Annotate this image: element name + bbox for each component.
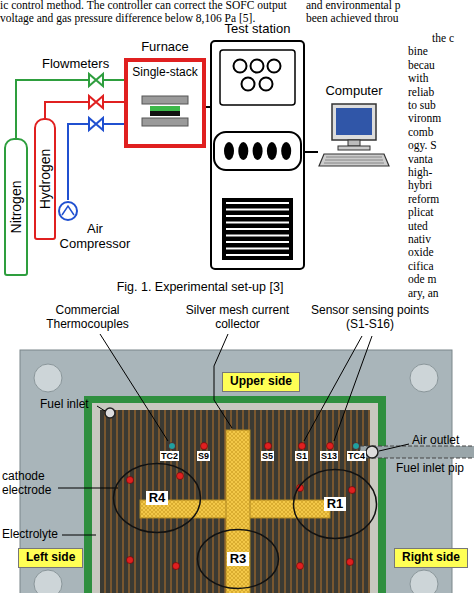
connector [16, 80, 124, 138]
figure-label: Flowmeters [42, 57, 109, 72]
gas-cylinder: Nitrogen [4, 138, 28, 276]
side-label-box: Left side [18, 548, 83, 568]
figure-label: Sensor sensing points (S1-S16) [300, 304, 440, 332]
body-text: reliab [408, 86, 434, 99]
body-text: oxide [408, 246, 434, 259]
body-text: high- [408, 166, 432, 179]
region-ellipse: R1 [292, 468, 378, 540]
compressor-label: Air Compressor [57, 222, 133, 252]
connector [68, 124, 124, 200]
body-text: ary, an [408, 287, 439, 300]
sensor-label: S13 [320, 451, 338, 461]
test-station-heading: Test station [210, 22, 305, 37]
compressor-symbol [57, 200, 79, 222]
side-label: Right side [395, 549, 467, 567]
sensor-points [127, 443, 360, 570]
connector [305, 151, 318, 153]
sensor-label: TC4 [347, 451, 366, 461]
stack-label: Single-stack [128, 66, 202, 80]
body-text: ogy. S [408, 139, 437, 152]
sensor-plate [20, 350, 474, 593]
body-text: becau [408, 59, 435, 72]
body-text: cifica [408, 260, 434, 273]
connector [45, 102, 124, 118]
sensor-label: S1 [295, 451, 308, 461]
air-compressor: Air Compressor [57, 200, 133, 258]
region-label: R4 [146, 491, 169, 506]
region-ellipse: R4 [112, 462, 202, 534]
body-text: ode m [408, 273, 436, 286]
side-label: Left side [19, 549, 82, 567]
body-text: with [408, 72, 428, 85]
figure-label: Electrolyte [2, 528, 58, 542]
furnace-heading: Furnace [124, 40, 206, 55]
figure-label: Fuel inlet [40, 398, 89, 412]
body-text: voltage and gas pressure difference belo… [0, 12, 255, 25]
cylinder-label: Nitrogen [8, 181, 24, 234]
body-text: comb [408, 126, 434, 139]
figure-label: Fuel inlet pip [396, 462, 464, 476]
gas-cylinder: Hydrogen [34, 118, 56, 240]
side-label-box: Upper side [222, 372, 300, 392]
body-text: vanta [408, 153, 433, 166]
region-ellipse: R3 [196, 528, 280, 590]
figure-label: Silver mesh current collector [185, 304, 290, 332]
body-text: bine [408, 45, 428, 58]
sensor-label: S9 [197, 451, 210, 461]
figure-label: Air outlet [412, 434, 459, 448]
region-label: R1 [324, 497, 347, 512]
furnace-outline: Single-stack [124, 58, 206, 148]
body-text: and environmental p [306, 0, 401, 12]
body-text: nativ [408, 233, 431, 246]
body-text: ic control method. The controller can co… [0, 0, 287, 12]
figure-label: cathode electrode [2, 470, 64, 498]
test-station: Test station [210, 22, 305, 272]
body-text: been achieved throu [306, 12, 399, 25]
side-label: Upper side [223, 373, 299, 391]
body-text: uted [408, 220, 428, 233]
computer-icon [318, 102, 390, 168]
cylinder-label: Hydrogen [37, 149, 53, 210]
body-text: the c [432, 32, 454, 45]
body-text: to sub [408, 99, 436, 112]
computer: Computer [318, 84, 390, 170]
sensor-label: S5 [261, 451, 274, 461]
test-station-housing [210, 40, 305, 270]
region-label: R3 [227, 552, 250, 567]
connector [206, 106, 210, 108]
computer-label: Computer [318, 84, 390, 99]
furnace-box: FurnaceSingle-stack [124, 40, 206, 148]
flow-valves [89, 74, 103, 130]
figure-label: Commercial Thermocouples [40, 304, 135, 332]
figure-caption: Fig. 1. Experimental set-up [3] [0, 280, 400, 294]
body-text: reform [408, 193, 439, 206]
body-text: vironm [408, 112, 441, 125]
side-label-box: Right side [394, 548, 468, 568]
body-text: hybri [408, 179, 432, 192]
sensor-label: TC2 [160, 451, 179, 461]
single-stack-symbol [128, 90, 202, 140]
leader-lines [58, 334, 409, 535]
body-text: plicat [408, 206, 434, 219]
